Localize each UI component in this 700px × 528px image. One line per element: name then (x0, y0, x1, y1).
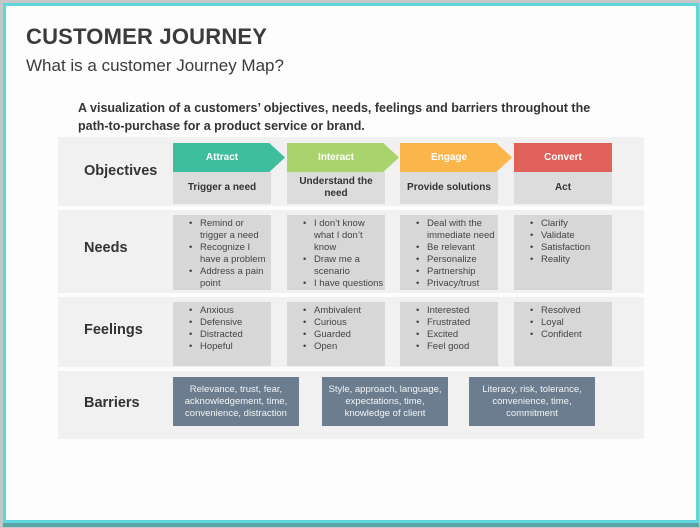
feeling-item: Hopeful (189, 341, 271, 353)
row-label-feelings: Feelings (84, 322, 143, 338)
need-item: Validate (530, 230, 612, 242)
feelings-cell: InterestedFrustratedExcitedFeel good (400, 302, 498, 366)
stage-label: Convert (544, 152, 582, 163)
objective-cell: Act (514, 172, 612, 204)
feeling-item: Loyal (530, 317, 612, 329)
barriers-row: Barriers Relevance, trust, fear, acknowl… (58, 371, 644, 439)
need-item: I have questions (303, 278, 385, 290)
need-item: Remind or trigger a need (189, 218, 271, 242)
stage-header-convert: Convert (514, 143, 612, 172)
objective-cell: Trigger a need (173, 172, 271, 204)
row-label-needs: Needs (84, 240, 128, 256)
page-subtitle: What is a customer Journey Map? (26, 56, 284, 75)
feeling-item: Frustrated (416, 317, 498, 329)
feeling-item: Interested (416, 305, 498, 317)
needs-cell: ClarifyValidateSatisfactionReality (514, 215, 612, 290)
need-item: Address a pain point (189, 266, 271, 290)
need-item: Privacy/trust (416, 278, 498, 290)
need-item: Be relevant (416, 242, 498, 254)
row-label-barriers: Barriers (84, 395, 140, 411)
need-item: Satisfaction (530, 242, 612, 254)
feelings-row: Feelings AnxiousDefensiveDistractedHopef… (58, 297, 644, 367)
feeling-item: Defensive (189, 317, 271, 329)
feeling-item: Ambivalent (303, 305, 385, 317)
stage-header-interact: Interact (287, 143, 399, 172)
needs-row: Needs Remind or trigger a needRecognize … (58, 210, 644, 293)
stage-label: Engage (430, 152, 468, 163)
row-label-objectives: Objectives (84, 163, 158, 179)
stage-header-engage: Engage (400, 143, 512, 172)
barrier-box: Literacy, risk, tolerance, convenience, … (469, 377, 595, 426)
stage-header-attract: Attract (173, 143, 285, 172)
slide-frame: CUSTOMER JOURNEY What is a customer Jour… (3, 3, 699, 523)
needs-cell: I don’t know what I don’t knowDraw me a … (287, 215, 385, 290)
feeling-item: Resolved (530, 305, 612, 317)
objective-cell: Provide solutions (400, 172, 498, 204)
page-title: CUSTOMER JOURNEY (26, 24, 268, 49)
needs-cell: Remind or trigger a needRecognize I have… (173, 215, 271, 290)
intro-text: A visualization of a customers’ objectiv… (78, 101, 591, 133)
feeling-item: Anxious (189, 305, 271, 317)
feeling-item: Distracted (189, 329, 271, 341)
feeling-item: Excited (416, 329, 498, 341)
stage-label: Interact (317, 152, 355, 163)
need-item: Deal with the immediate need (416, 218, 498, 242)
objective-cell: Understand the need (287, 172, 385, 204)
feeling-item: Open (303, 341, 385, 353)
barrier-box: Style, approach, language, expectations,… (322, 377, 448, 426)
feeling-item: Curious (303, 317, 385, 329)
feeling-item: Feel good (416, 341, 498, 353)
need-item: I don’t know what I don’t know (303, 218, 385, 254)
stage-label: Attract (205, 152, 239, 163)
barrier-box: Relevance, trust, fear, acknowledgement,… (173, 377, 299, 426)
need-item: Clarify (530, 218, 612, 230)
need-item: Draw me a scenario (303, 254, 385, 278)
need-item: Reality (530, 254, 612, 266)
feeling-item: Guarded (303, 329, 385, 341)
need-item: Recognize I have a problem (189, 242, 271, 266)
feelings-cell: ResolvedLoyalConfident (514, 302, 612, 366)
feelings-cell: AnxiousDefensiveDistractedHopeful (173, 302, 271, 366)
feelings-cell: AmbivalentCuriousGuardedOpen (287, 302, 385, 366)
feeling-item: Confident (530, 329, 612, 341)
need-item: Personalize (416, 254, 498, 266)
need-item: Partnership (416, 266, 498, 278)
needs-cell: Deal with the immediate needBe relevantP… (400, 215, 498, 290)
